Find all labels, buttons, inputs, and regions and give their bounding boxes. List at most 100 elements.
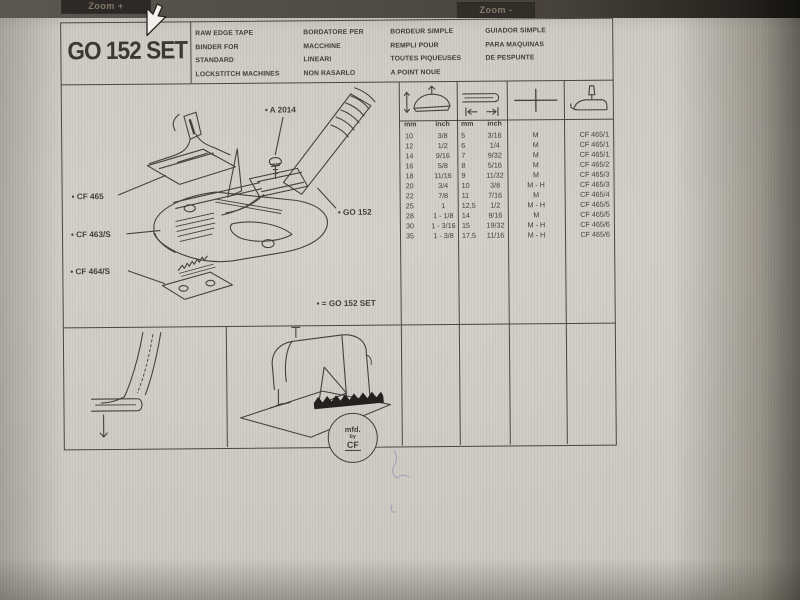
table-cell-inch1: 1/2 xyxy=(437,141,448,151)
subheader-mm: mm xyxy=(404,121,417,129)
leader-cf464s xyxy=(127,270,165,285)
page-title: GO 152 SET xyxy=(67,36,188,66)
desc-line: A POINT NOUE xyxy=(390,68,441,77)
desc-line: LOCKSTITCH MACHINES xyxy=(195,70,280,79)
table-cell-cf: CF 465/3 xyxy=(579,179,610,189)
table-cell-mm1: 14 xyxy=(405,151,414,161)
table-cell-mm2: 5 xyxy=(461,130,466,140)
table-cell-m: M - H xyxy=(527,220,546,230)
desc-line: TOUTES PIQUEUSES xyxy=(390,55,462,63)
zoom-out-button[interactable]: Zoom - xyxy=(458,3,534,17)
desc-line: STANDARD xyxy=(195,57,234,65)
desc-line: RAW EDGE TAPE xyxy=(195,29,254,38)
table-cell-cf: CF 465/6 xyxy=(580,219,610,229)
bound-edge-illustration xyxy=(90,332,162,438)
presser-foot-drawing xyxy=(146,111,236,185)
table-cell-mm1: 30 xyxy=(405,221,414,231)
viewer-toolbar xyxy=(0,0,800,18)
table-cell-inch1: 9/16 xyxy=(435,151,450,161)
screw-drawing xyxy=(268,156,282,180)
table-cell-mm2: 15 xyxy=(461,220,470,230)
table-cell-inch1: 1 - 1/8 xyxy=(433,210,454,221)
table-cell-mm1: 25 xyxy=(405,201,414,211)
catalog-page: GO 152 SET RAW EDGE TAPE BINDER FOR STAN… xyxy=(60,17,617,464)
table-cell-mm1: 12 xyxy=(405,141,414,151)
table-cell-m: M xyxy=(532,150,539,160)
table-cell-mm2: 14 xyxy=(461,210,470,220)
table-cell-inch1: 5/8 xyxy=(437,161,448,171)
needle-position-icon xyxy=(513,88,557,112)
desc-line: GUIADOR SIMPLE xyxy=(485,27,546,35)
leader-a2014 xyxy=(274,116,284,156)
table-cell-mm2: 7 xyxy=(461,150,466,160)
table-cell-inch2: 11/32 xyxy=(486,170,504,180)
table-cell-cf: CF 465/1 xyxy=(579,149,610,159)
table-cell-mm1: 22 xyxy=(405,191,414,201)
logo-monogram: CF xyxy=(344,439,361,451)
zoom-in-button[interactable]: Zoom + xyxy=(62,0,150,13)
table-cell-m: M xyxy=(533,190,540,200)
table-cell-mm1: 16 xyxy=(405,161,414,171)
table-cell-m: M xyxy=(533,210,540,220)
leader-cf465 xyxy=(118,174,167,196)
tape-strip-graphic xyxy=(313,391,384,410)
table-cell-mm2: 6 xyxy=(461,140,466,150)
table-cell-inch1: 7/8 xyxy=(438,191,449,201)
table-cell-inch2: 11/16 xyxy=(486,230,505,240)
table-cell-inch2: 3/8 xyxy=(490,180,501,190)
table-cell-cf: CF 465/2 xyxy=(579,159,610,169)
table-cell-mm2: 8 xyxy=(461,160,466,170)
table-cell-cf: CF 465/5 xyxy=(580,209,610,219)
needle-plate-drawing xyxy=(153,191,328,263)
desc-line: PARA MAQUINAS xyxy=(485,40,545,49)
table-cell-m: M xyxy=(532,130,539,140)
table-cell-inch2: 7/16 xyxy=(488,190,503,200)
pen-scribble xyxy=(390,449,410,513)
description-en: RAW EDGE TAPE BINDER FOR STANDARD LOCKST… xyxy=(195,26,299,81)
table-cell-cf: CF 465/4 xyxy=(580,189,610,199)
table-cell-m: M xyxy=(532,170,540,180)
subheader-inch: inch xyxy=(487,120,502,128)
table-cell-inch2: 19/32 xyxy=(486,220,505,230)
table-cell-cf: CF 465/3 xyxy=(579,169,610,179)
table-cell-mm1: 35 xyxy=(405,231,415,241)
table-cell-m: M - H xyxy=(527,230,546,240)
table-cell-inch2: 9/16 xyxy=(488,210,503,220)
table-cell-inch1: 3/4 xyxy=(438,181,449,191)
presser-foot-icon xyxy=(570,85,608,111)
table-cell-inch1: 1 - 3/16 xyxy=(431,220,456,231)
table-cell-mm2: 11 xyxy=(461,190,470,200)
exploded-parts-diagram: • A 2014 • CF 465 • CF 463/S • CF 464/S … xyxy=(70,87,376,309)
table-cell-mm1: 10 xyxy=(405,131,414,141)
label-go152: • GO 152 xyxy=(338,208,372,217)
table-cell-inch1: 3/8 xyxy=(437,131,448,141)
description-es: GUIADOR SIMPLE PARA MAQUINAS DE PESPUNTE xyxy=(485,24,589,66)
table-cell-inch1: 11/16 xyxy=(434,171,452,181)
label-set-note: • = GO 152 SET xyxy=(317,299,376,309)
table-subheader-row: mm inch mm inch xyxy=(399,121,507,129)
feed-dog-drawing xyxy=(161,255,233,300)
manufacturer-logo: mfd. by CF xyxy=(327,412,378,464)
table-cell-m: M xyxy=(532,160,539,170)
subheader-mm: mm xyxy=(461,120,474,128)
table-cell-mm2: 12,5 xyxy=(461,200,476,210)
desc-line: REMPLI POUR xyxy=(390,41,439,50)
table-cell-mm2: 9 xyxy=(461,170,466,180)
table-cell-inch1: 1 - 3/8 xyxy=(433,230,454,241)
table-cell-mm1: 20 xyxy=(405,181,414,191)
table-cell-inch2: 1/4 xyxy=(489,140,500,150)
table-cell-mm1: 18 xyxy=(405,171,414,181)
table-cell-inch2: 5/16 xyxy=(487,160,502,170)
table-cell-cf: CF 465/1 xyxy=(579,129,610,139)
logo-line1: mfd. xyxy=(344,424,361,434)
leader-cf463s xyxy=(126,230,161,235)
tape-width-icon xyxy=(462,93,500,117)
lockstitch-machine-illustration xyxy=(240,326,392,438)
label-cf463s: • CF 463/S xyxy=(71,230,111,239)
label-cf464s: • CF 464/S xyxy=(70,267,110,276)
table-cell-mm2: 17,5 xyxy=(461,230,477,240)
table-cell-inch2: 9/32 xyxy=(487,150,502,160)
table-cell-mm2: 10 xyxy=(461,180,470,190)
